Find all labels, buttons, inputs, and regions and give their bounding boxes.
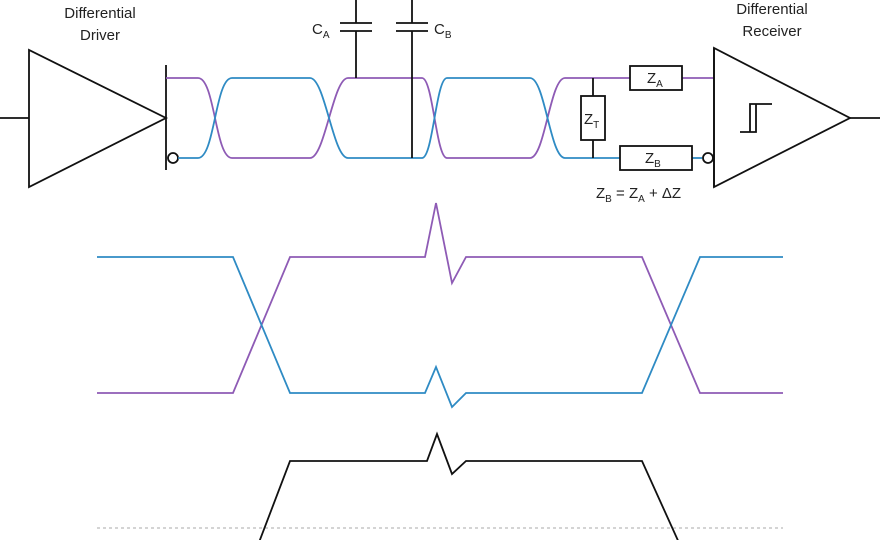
- single-ended-waveforms: [97, 202, 783, 409]
- impedance-equation: ZB = ZA + ΔZ: [596, 185, 681, 205]
- capacitor-b-label: CB: [434, 21, 452, 41]
- za-label: ZA: [647, 70, 663, 90]
- receiver-label-line1: Differential: [736, 1, 807, 18]
- inversion-bubble-icon: [702, 152, 714, 164]
- wire-a-purple: [166, 77, 630, 159]
- resistor-icon: [619, 145, 693, 171]
- differential-receiver: Differential Receiver: [702, 1, 880, 189]
- differential-driver: Differential Driver: [0, 5, 179, 189]
- resistor-icon: [629, 65, 683, 91]
- waveform-a-purple: [97, 202, 783, 394]
- driver-triangle-icon: [28, 48, 169, 189]
- capacitor-a: CA: [312, 0, 372, 78]
- waveform-differential-black: [258, 431, 679, 540]
- twisted-pair: [166, 77, 714, 159]
- impedance-zb: ZB: [619, 145, 693, 171]
- wire-b-blue: [178, 77, 620, 159]
- receiver-label-line2: Receiver: [742, 23, 801, 40]
- capacitor-a-label: CA: [312, 21, 330, 41]
- zt-label: ZT: [584, 111, 599, 131]
- zb-label: ZB: [645, 150, 661, 170]
- driver-label-line2: Driver: [80, 27, 120, 44]
- impedance-za: ZA: [629, 65, 683, 91]
- driver-label-line1: Differential: [64, 5, 135, 22]
- differential-waveform: [97, 431, 783, 540]
- receiver-triangle-icon: [713, 46, 852, 189]
- termination-zt: ZT: [580, 78, 606, 158]
- hysteresis-icon: [740, 103, 772, 133]
- inversion-bubble-icon: [167, 152, 179, 164]
- waveform-b-blue: [97, 256, 783, 409]
- capacitor-b: CB: [396, 0, 452, 158]
